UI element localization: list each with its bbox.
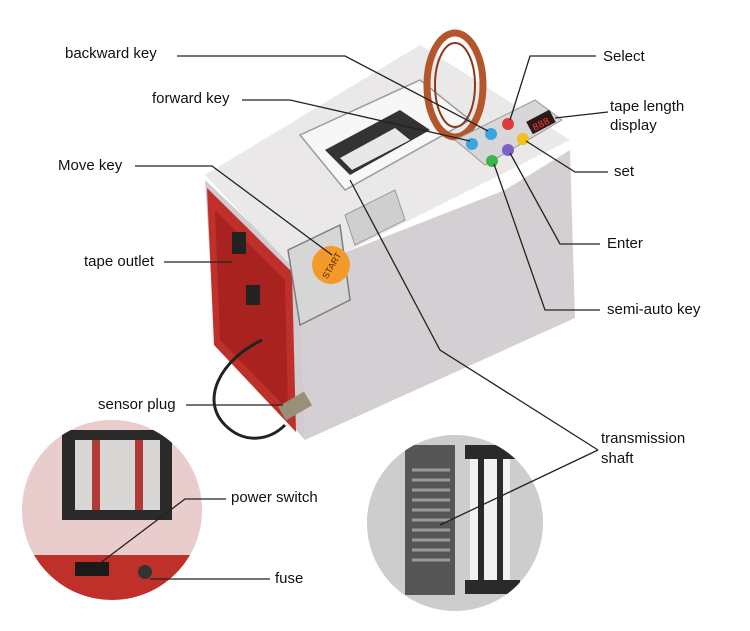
machine-right-side — [300, 150, 575, 440]
select-key[interactable] — [502, 118, 514, 130]
enter-key[interactable] — [502, 144, 514, 156]
leader-lines — [94, 55, 609, 580]
label-tape-outlet: tape outlet — [84, 253, 155, 270]
label-tape-length-display-line2: display — [610, 117, 657, 134]
leader-semi-auto-key — [493, 163, 600, 311]
sensor-cable — [212, 338, 287, 440]
set-key[interactable] — [517, 133, 529, 145]
label-sensor-plug: sensor plug — [98, 396, 176, 413]
label-transmission-shaft-line2: shaft — [601, 450, 634, 467]
leader-enter — [509, 152, 600, 245]
label-backward-key: backward key — [65, 45, 157, 62]
label-set: set — [614, 163, 635, 180]
fuse — [138, 565, 152, 579]
leader-move-key — [135, 165, 333, 256]
transmission-shaft — [470, 455, 510, 585]
label-plate — [344, 189, 406, 246]
tape-outlet — [232, 232, 246, 254]
leader-transmission-shaft-main — [349, 179, 599, 451]
tape-dispenser-machine: 888 START — [205, 29, 575, 440]
semi-auto-key[interactable] — [486, 155, 498, 167]
label-select: Select — [603, 48, 645, 65]
forward-key[interactable] — [466, 138, 478, 150]
label-forward-key: forward key — [152, 90, 230, 107]
label-semi-auto-key: semi-auto key — [607, 301, 701, 318]
sensor-plug — [278, 391, 312, 421]
leader-power-switch — [94, 498, 226, 568]
leader-transmission-shaft-inset — [439, 449, 599, 526]
control-panel — [454, 99, 563, 166]
transmission-shaft-inset — [367, 435, 543, 611]
power-switch-inset — [22, 420, 202, 600]
power-switch[interactable] — [75, 562, 109, 576]
shaft-gear-teeth — [412, 468, 450, 562]
leader-set — [525, 140, 608, 173]
red-base — [22, 555, 202, 600]
label-power-switch: power switch — [231, 489, 318, 506]
label-fuse: fuse — [275, 570, 304, 587]
label-tape-length-display-line1: tape length — [610, 98, 685, 115]
label-transmission-shaft-line1: transmission — [601, 430, 686, 447]
tape-length-display — [526, 109, 556, 135]
leader-tape-length-display — [554, 111, 609, 119]
label-move-key: Move key — [58, 157, 123, 174]
leader-select — [509, 55, 596, 121]
start-button[interactable] — [312, 246, 350, 284]
label-enter: Enter — [607, 235, 643, 252]
leader-forward-key — [242, 99, 471, 142]
leader-backward-key — [177, 55, 489, 132]
